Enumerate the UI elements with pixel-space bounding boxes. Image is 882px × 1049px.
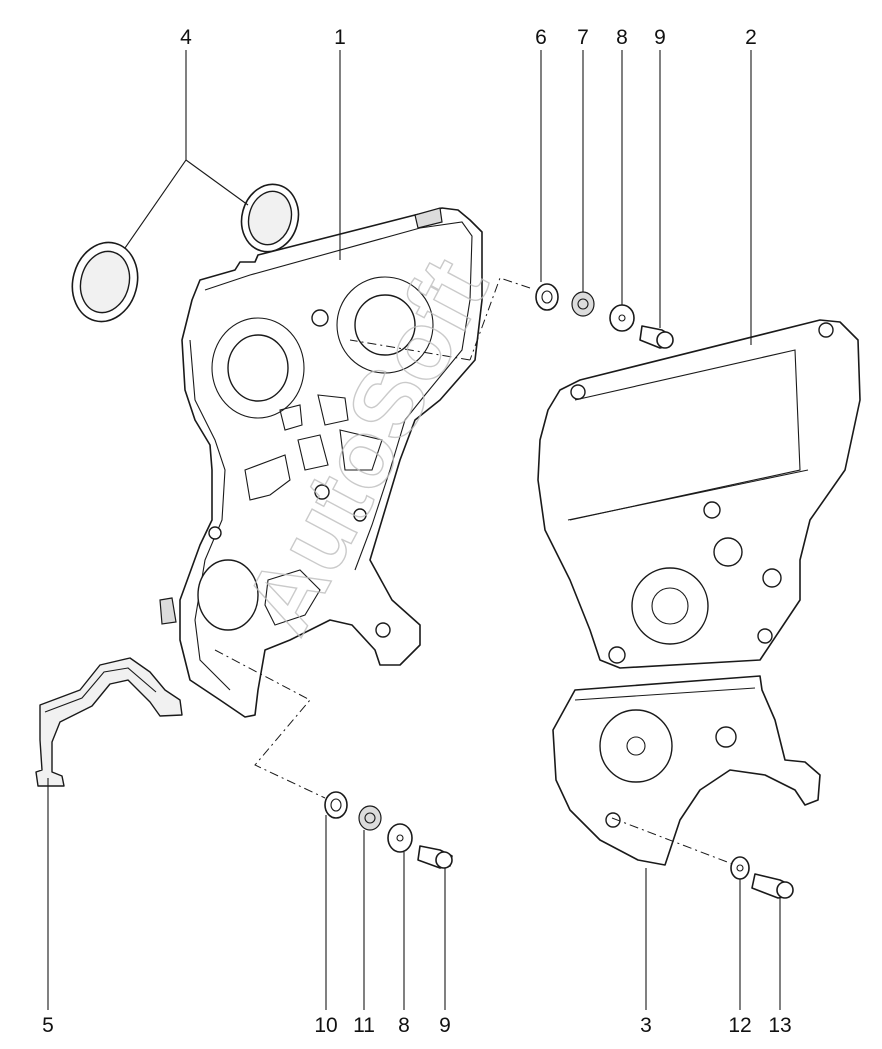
callout-13: 13: [768, 1014, 791, 1037]
washer-12: [730, 856, 750, 880]
callout-12: 12: [728, 1014, 751, 1037]
rear-timing-cover: [159, 207, 483, 718]
callout-5: 5: [42, 1014, 54, 1037]
seal-ring-lower: [71, 241, 139, 323]
callout-10: 10: [314, 1014, 337, 1037]
callout-8-top: 8: [616, 26, 628, 49]
sleeve-11: [358, 805, 382, 831]
callout-6: 6: [535, 26, 547, 49]
sleeve-7: [571, 291, 595, 317]
rubber-strip: [35, 657, 183, 787]
seal-ring-upper: [240, 183, 300, 253]
leader-lines: [47, 50, 781, 1010]
front-cover-lower: [552, 675, 821, 866]
callout-8-bottom: 8: [398, 1014, 410, 1037]
callout-7: 7: [577, 26, 589, 49]
bushing-6: [535, 283, 559, 311]
bolt-9-top: [639, 325, 674, 349]
callout-2: 2: [745, 26, 757, 49]
front-cover-upper: [537, 319, 861, 669]
callout-9-bottom: 9: [439, 1014, 451, 1037]
callout-1: 1: [334, 26, 346, 49]
callout-9-top: 9: [654, 26, 666, 49]
assembly-lines: [214, 277, 736, 866]
callout-4: 4: [180, 26, 192, 49]
callout-11: 11: [353, 1014, 375, 1037]
bolt-9-bottom: [417, 845, 453, 869]
washer-8-bottom: [387, 823, 413, 853]
bushing-10: [324, 791, 348, 819]
screw-13: [751, 873, 794, 899]
callout-3: 3: [640, 1014, 652, 1037]
washer-8-top: [609, 304, 635, 332]
